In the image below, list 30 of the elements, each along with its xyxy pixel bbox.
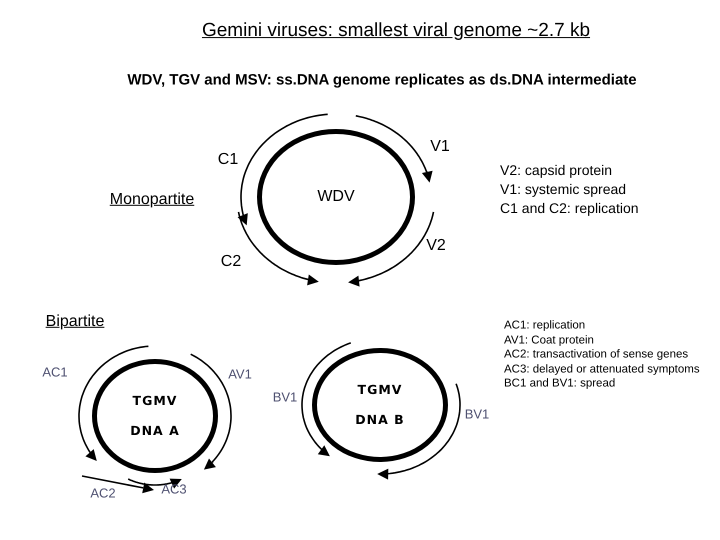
gene-function-note: V2: capsid protein [500, 162, 612, 178]
genome-name: TGMV [132, 394, 178, 408]
gene-label: V1 [430, 138, 450, 156]
gene-label: BV1 [272, 390, 298, 406]
section-heading: Monopartite [110, 190, 194, 210]
gene-function-note: V1: systemic spread [500, 180, 626, 198]
gene-function-note: BC1 and BV1: spread [504, 377, 616, 391]
gene-label: BV1 [464, 408, 490, 422]
segment-name: DNA A [130, 424, 180, 438]
gene-function-note: C1 and C2: replication [500, 200, 639, 216]
gene-label: AC3 [161, 482, 187, 498]
genome-name: WDV [317, 188, 355, 206]
gene-label: AC1 [42, 366, 68, 380]
gene-label: V2 [426, 236, 446, 256]
genome-circle [257, 129, 415, 265]
genome-circle [92, 359, 218, 473]
gene-label: AC2 [90, 486, 116, 502]
title: Gemini viruses: smallest viral genome ~2.7 kb [202, 20, 590, 42]
gene-function-note: AC1: replication [504, 319, 586, 333]
gene-label: AV1 [228, 368, 252, 382]
genome-name: TGMV [358, 382, 402, 397]
gene-label: C1 [218, 150, 238, 170]
gene-function-note: AV1: Coat protein [504, 334, 594, 348]
gene-function-note: AC2: transactivation of sense genes [504, 348, 688, 362]
gene-function-note: AC3: delayed or attenuated symptoms [504, 363, 700, 377]
segment-name: DNA B [355, 413, 405, 428]
gene-label: C2 [220, 252, 242, 272]
subtitle: WDV, TGV and MSV: ss.DNA genome replicates as ds.DNA intermediate [127, 71, 637, 89]
section-heading: Bipartite [46, 312, 104, 332]
genome-circle [312, 348, 448, 462]
